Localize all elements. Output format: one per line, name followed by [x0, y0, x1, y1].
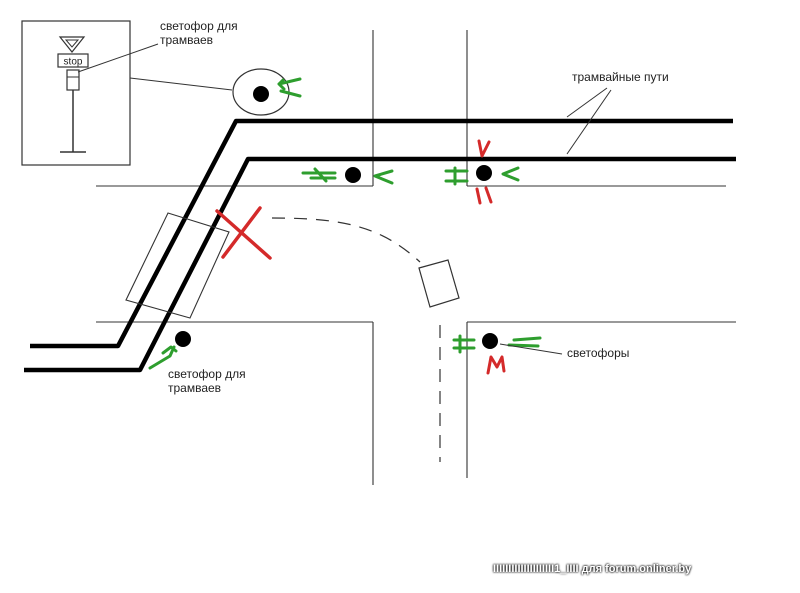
label-line: светофор для	[168, 367, 246, 381]
green-arrow-icon	[301, 167, 337, 183]
leader-line-signals	[499, 343, 563, 355]
green-arrow-icon	[373, 169, 394, 185]
label-tram-signal-top: светофор для трамваев	[160, 19, 238, 47]
traffic-light-dot	[482, 333, 498, 349]
yield-sign-icon	[58, 36, 86, 53]
tram-tracks	[24, 118, 736, 373]
inset-sign-box: stop	[21, 20, 131, 166]
road-edges	[96, 30, 736, 485]
red-arrow-icon	[477, 139, 491, 158]
label-signals: светофоры	[567, 346, 630, 360]
red-arrow-icon	[486, 355, 506, 375]
green-arrow-icon	[501, 166, 520, 182]
stop-sign-plate	[57, 53, 89, 68]
car	[418, 259, 460, 308]
label-line: светофор для	[160, 19, 238, 33]
green-arrow-icon	[148, 345, 178, 370]
traffic-light-dot	[476, 165, 492, 181]
leader-line-top	[77, 43, 159, 73]
leader-line-tracks	[566, 89, 612, 155]
green-arrow-icon	[507, 336, 542, 348]
label-tram-signal-bottom: светофор для трамваев	[168, 367, 246, 395]
label-line: трамваев	[168, 381, 222, 395]
leader-line-inset	[129, 77, 233, 91]
turn-path-dashed	[271, 217, 421, 263]
tram-rail-inner	[24, 156, 736, 373]
prohibited-cross-icon	[215, 206, 272, 260]
traffic-light-dot	[175, 331, 191, 347]
traffic-light-dot	[253, 86, 269, 102]
stop-sign-text: stop	[64, 57, 83, 68]
traffic-light-dot	[345, 167, 361, 183]
tram-rail-outer	[30, 118, 733, 349]
watermark: IIIIIIIIIIIIIIIIIIII1_IIII для forum.onl…	[493, 563, 692, 575]
tram-signal-icon	[66, 69, 80, 91]
label-line: трамваев	[160, 33, 214, 47]
label-tram-tracks: трамвайные пути	[572, 70, 669, 84]
tram-car	[125, 212, 230, 319]
green-arrow-icon	[444, 166, 469, 186]
green-arrow-icon	[277, 77, 302, 98]
red-arrow-icon	[475, 186, 493, 205]
green-arrow-icon	[452, 334, 476, 354]
leader-line-tracks	[566, 87, 608, 118]
